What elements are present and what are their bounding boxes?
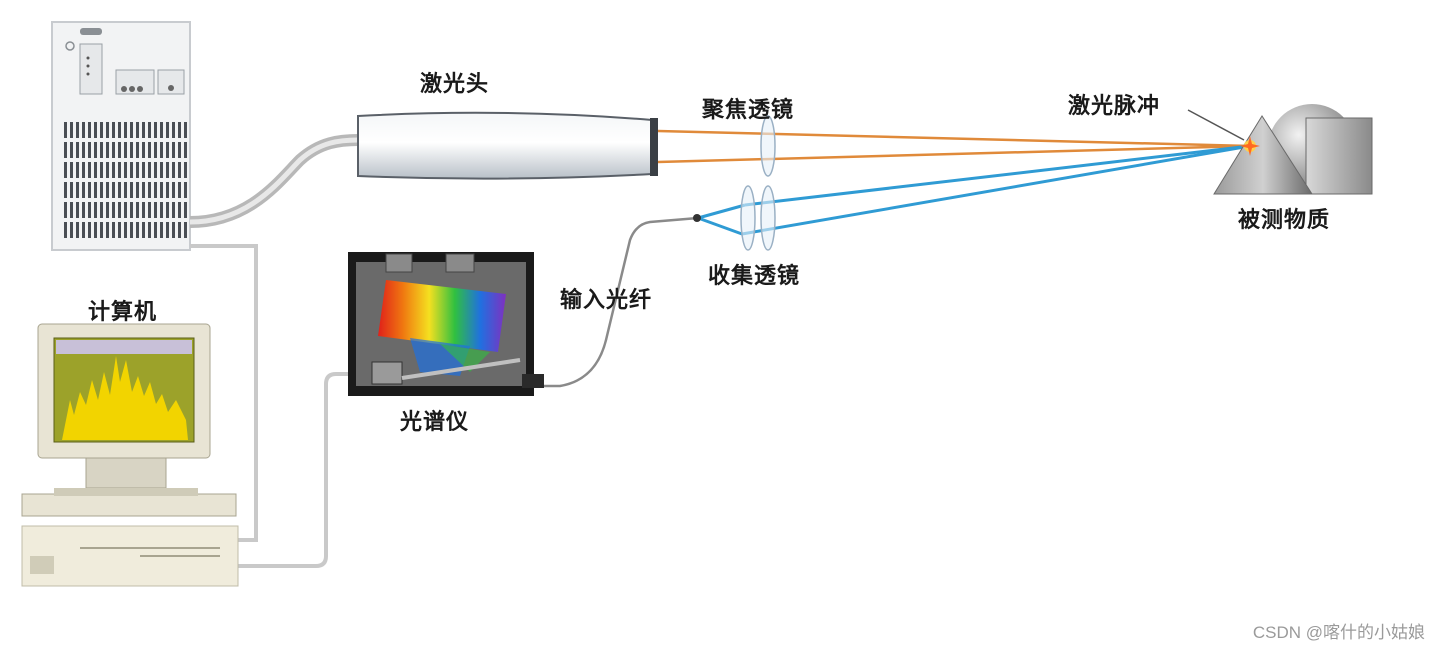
laser-head xyxy=(357,111,658,180)
sample-object xyxy=(1213,104,1373,195)
laser-pulse-pointer xyxy=(1187,109,1245,141)
sample-label: 被测物质 xyxy=(1238,208,1331,233)
input-fiber-label: 输入光纤 xyxy=(560,288,653,313)
laser-cable xyxy=(189,134,359,228)
input-fiber xyxy=(544,216,699,388)
control-cable xyxy=(190,244,258,542)
laser-pulse-label: 激光脉冲 xyxy=(1068,94,1161,119)
computer xyxy=(21,323,239,587)
watermark: CSDN @喀什的小姑娘 xyxy=(1252,623,1425,642)
spectrometer-cable xyxy=(238,372,348,568)
spectrometer-label: 光谱仪 xyxy=(400,410,470,435)
collection-lens xyxy=(740,185,776,251)
spectrometer xyxy=(348,252,544,396)
collect-lens-label: 收集透镜 xyxy=(708,264,801,289)
laser-pulse-spark xyxy=(1240,136,1260,156)
laser-power-supply xyxy=(51,21,191,251)
focus-lens-label: 聚焦透镜 xyxy=(702,98,795,123)
focus-lens xyxy=(760,115,776,177)
laser-beam xyxy=(657,129,1251,164)
collected-light-beam xyxy=(697,144,1251,236)
laser-head-label: 激光头 xyxy=(420,72,490,97)
computer-label: 计算机 xyxy=(88,300,158,325)
